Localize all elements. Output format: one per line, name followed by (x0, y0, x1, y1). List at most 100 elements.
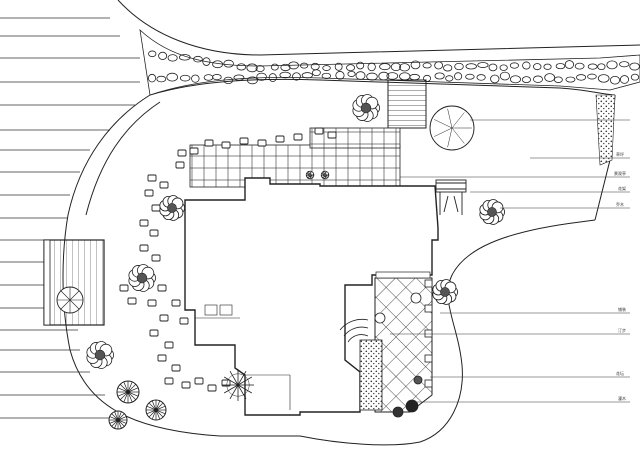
cobble (346, 64, 355, 72)
cobble (597, 63, 606, 71)
cobble (564, 60, 575, 69)
cobble (255, 65, 265, 73)
stepping-stone (221, 379, 231, 387)
stepping-stones (119, 127, 337, 392)
cobble (312, 69, 321, 77)
cobble (236, 63, 247, 71)
cobblestone-path (139, 28, 640, 96)
cobble (543, 63, 552, 70)
cobble (565, 76, 576, 83)
cobble (322, 65, 331, 71)
stepping-stone (164, 341, 174, 349)
cobble (366, 72, 378, 81)
cobble (533, 63, 542, 71)
callout-leaders (390, 119, 630, 403)
cobble (356, 61, 365, 70)
cobble (321, 72, 332, 79)
cobble (445, 75, 454, 82)
stepping-stone (157, 284, 167, 292)
cobble (410, 60, 421, 70)
shrub-icon (159, 195, 186, 221)
cobble (630, 73, 640, 81)
stepping-stone (164, 377, 174, 385)
lattice-paving (359, 271, 433, 413)
stepping-stone (221, 141, 231, 149)
cobble (477, 62, 489, 68)
ornamental-tree-icon (108, 410, 128, 430)
cobble (256, 72, 267, 81)
shrub-icon (479, 199, 506, 225)
stepping-stone (179, 317, 189, 325)
cobble (423, 74, 432, 82)
cobble (367, 62, 376, 72)
cobble (178, 54, 191, 61)
wooden-deck (43, 239, 105, 326)
callout-labels: 草坪 景观亭 花架 乔木 铺装 汀步 花坛 灌木 (614, 151, 626, 401)
cobble (553, 76, 563, 83)
cobble (619, 61, 630, 68)
shrub-icon (86, 341, 114, 369)
callout-label: 草坪 (616, 151, 624, 157)
stepping-stone (177, 149, 187, 157)
stepping-stone (275, 135, 285, 143)
cobble (334, 62, 343, 71)
cobble (355, 71, 366, 80)
cobble (300, 62, 309, 69)
cobble (587, 73, 597, 80)
stepping-stone (327, 131, 337, 139)
cobble (347, 70, 356, 77)
callout-label: 花坛 (616, 370, 624, 376)
cobble (521, 76, 532, 84)
planter-icon (413, 375, 423, 385)
palm-icon (222, 369, 254, 401)
cobble (488, 63, 498, 72)
cobble (606, 60, 618, 70)
gravel-edge (595, 94, 616, 166)
house-outline (184, 177, 439, 416)
planter-icon (374, 312, 386, 324)
cobble (148, 50, 157, 58)
cobble (443, 64, 453, 72)
cobble (156, 75, 167, 83)
shrub-icon (432, 279, 459, 305)
tiled-terrace (189, 127, 401, 188)
cobble (378, 71, 390, 81)
stepping-stone (139, 244, 149, 252)
cobble (223, 76, 234, 85)
stepping-stone (171, 299, 181, 307)
stepping-stone (159, 314, 169, 322)
ornamental-tree-icon (145, 399, 167, 421)
cobble (499, 71, 510, 81)
stepping-stone (139, 219, 149, 227)
planter-icon (392, 406, 404, 418)
callout-label: 花架 (618, 185, 626, 191)
stepping-stone (293, 133, 303, 141)
cobble (587, 63, 598, 70)
ornamental-tree-icon (116, 380, 140, 404)
cobble (422, 62, 432, 69)
cobble (147, 73, 157, 83)
callout-label: 景观亭 (614, 170, 626, 176)
cobble (270, 63, 279, 71)
cobble (465, 73, 475, 80)
stepping-stone (159, 181, 169, 189)
cobble (490, 74, 500, 84)
cobble (191, 74, 200, 83)
cobble (193, 55, 203, 63)
cobble (335, 71, 345, 80)
stepping-stone (175, 161, 185, 169)
fan-steps (339, 319, 369, 343)
cobble (555, 63, 566, 70)
planting (86, 94, 506, 430)
cobble (597, 74, 610, 83)
pergola-posts (424, 279, 433, 388)
cobble (203, 74, 214, 81)
cobble (280, 63, 291, 72)
stepping-stone (189, 147, 199, 155)
cobble (166, 72, 178, 82)
cobble (390, 62, 402, 72)
stepping-stone (144, 189, 154, 197)
cobble (268, 73, 277, 82)
cobble (533, 75, 543, 83)
wooden-steps (387, 79, 427, 129)
